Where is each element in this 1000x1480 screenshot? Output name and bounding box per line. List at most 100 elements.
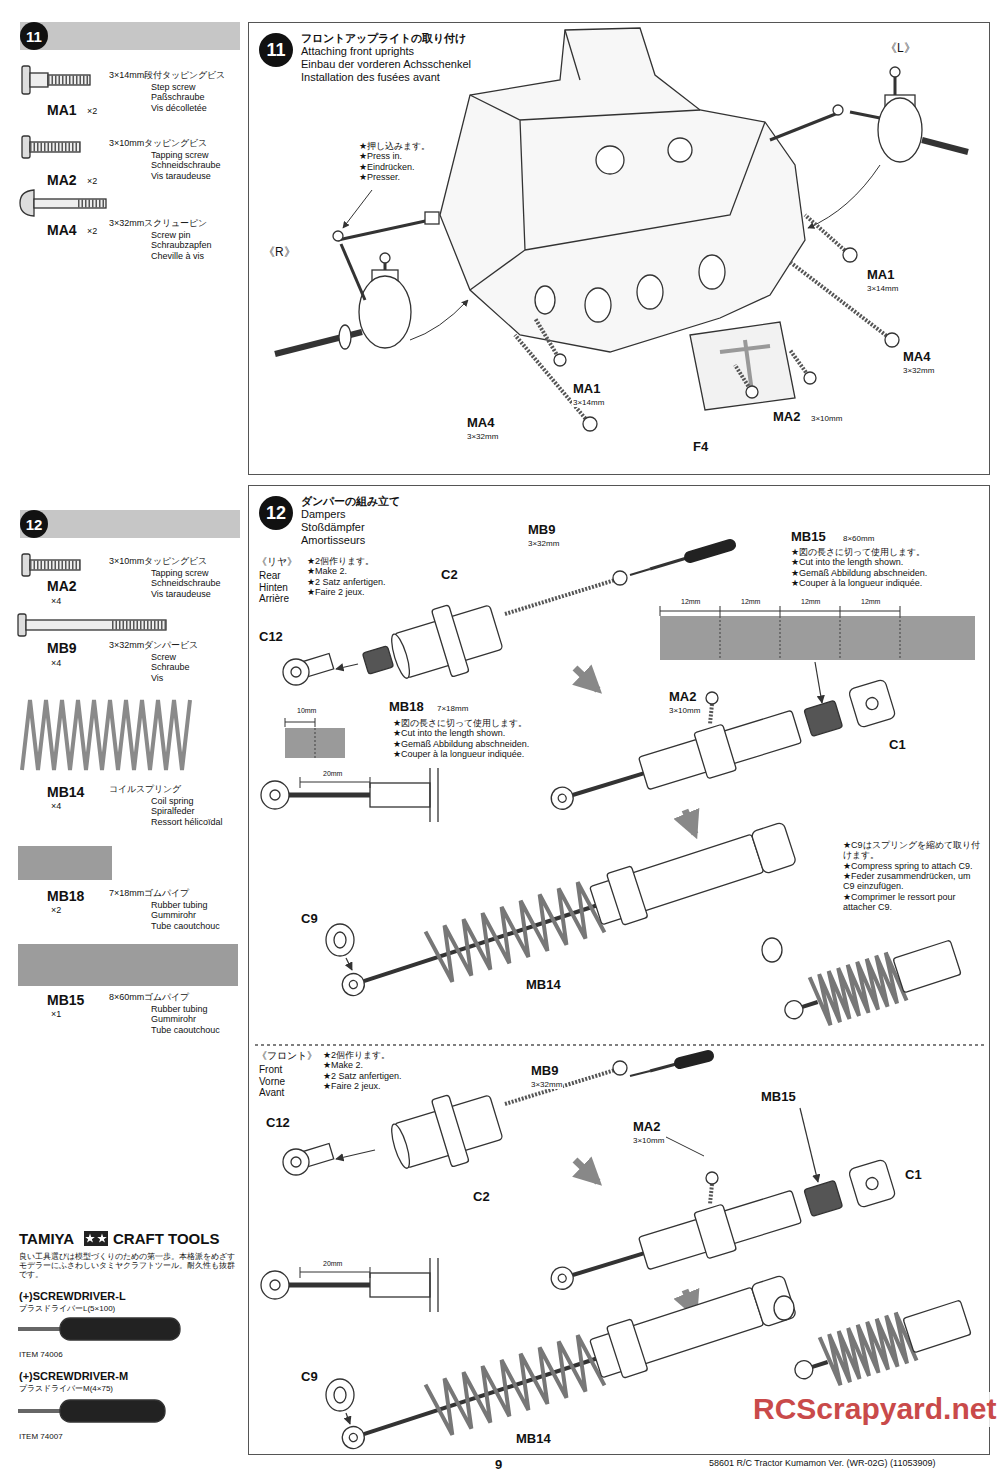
note-text: 12mm — [860, 598, 881, 606]
note-text: Vorne — [258, 1076, 286, 1088]
assembly-arrow — [800, 1108, 818, 1182]
screw — [554, 354, 566, 366]
note-text: 3×32mm — [466, 432, 499, 441]
part-code: MA1 — [866, 268, 895, 283]
assembly-arrow — [575, 668, 598, 690]
damper-top-parts — [394, 1095, 503, 1168]
damper-compressed — [810, 951, 907, 1027]
note-text: Coil spring — [150, 796, 195, 806]
step-number: 12 — [20, 510, 48, 538]
screw — [583, 417, 597, 431]
note-text: Screw pin — [150, 230, 192, 240]
note-text: Spiralfeder — [150, 806, 196, 816]
part-code: (+)SCREWDRIVER-L — [18, 1290, 127, 1303]
screw — [885, 333, 899, 347]
note-text: ★Cut into the length shown. — [790, 557, 904, 567]
chassis — [596, 146, 624, 174]
damper-screw-icon — [26, 620, 166, 630]
screw — [710, 1184, 712, 1204]
screw-pin-icon — [78, 200, 106, 208]
damper-top-parts — [505, 1070, 615, 1104]
coil-spring-icon — [22, 700, 190, 770]
step-title: Amortisseurs — [301, 534, 400, 547]
note-text: 12mm — [740, 598, 761, 606]
part-code: MA2 — [632, 1120, 661, 1135]
part-code: 9 — [494, 1458, 503, 1473]
note-text: ×4 — [50, 658, 62, 668]
part-code: MB9 — [46, 640, 78, 656]
note-text: 《フロント》 — [256, 1050, 318, 1062]
note-text: 3×10mm — [668, 706, 701, 715]
damper-assembly — [751, 1275, 797, 1327]
damper-top-parts — [385, 593, 507, 691]
part-code: C12 — [258, 630, 284, 645]
note-text: Front — [258, 1064, 283, 1076]
damper-top-parts — [283, 659, 309, 685]
part-code: C2 — [440, 568, 459, 583]
screw-pin-icon — [20, 190, 106, 216]
damper-top-parts — [283, 1149, 309, 1175]
part-code: F4 — [692, 440, 709, 455]
mounting-plate — [720, 340, 770, 392]
rubber-tube — [362, 646, 393, 675]
rubber-tube-icon — [18, 846, 112, 880]
note-text: Tube caoutchouc — [150, 921, 221, 931]
note-text: 3×10mmタッピングビス — [108, 556, 208, 566]
screw-icon — [48, 76, 90, 85]
chassis — [668, 138, 692, 162]
note-text: 3×14mm — [866, 284, 899, 293]
part-code: C9 — [300, 912, 319, 927]
spring-retainer — [326, 1379, 354, 1411]
note-text: Schneidschraube — [150, 160, 222, 170]
rubber-tube-icon — [18, 846, 238, 986]
spring-retainer — [762, 938, 782, 962]
damper-compressed — [802, 1002, 817, 1007]
note-text: Tapping screw — [150, 150, 210, 160]
damper-top-parts — [650, 557, 690, 569]
note-text: 20mm — [322, 770, 343, 778]
chassis — [637, 275, 663, 309]
note-text: 3×32mmダンパービス — [108, 640, 199, 650]
note-text: Vis taraudeuse — [150, 171, 212, 181]
damper-top-parts — [291, 667, 301, 677]
damper-top-parts — [431, 1095, 469, 1167]
rubber-tube-strip — [660, 606, 975, 703]
note-text: Schraube — [150, 662, 191, 672]
dimension-figure — [261, 781, 289, 809]
damper-compressed — [777, 932, 963, 1037]
note-text: ×2 — [86, 106, 98, 116]
step-panel: 12ダンパーの組み立てDampersStoßdämpferAmortisseur… — [248, 485, 990, 1455]
note-text: Rubber tubing — [150, 1004, 209, 1014]
damper-body — [694, 724, 737, 779]
note-text: Vis taraudeuse — [150, 589, 212, 599]
upright-right — [380, 253, 390, 263]
note-text: ★C9はスプリングを縮めて取り付けます。 — [842, 840, 984, 861]
dimension-figure — [370, 1273, 430, 1297]
upright-left — [922, 140, 968, 152]
watermark: RCScrapyard.net — [752, 1392, 997, 1427]
part-code: MB14 — [515, 1432, 552, 1447]
step-header-bar: 12 — [20, 510, 240, 538]
note-text: ★Cut into the length shown. — [392, 728, 506, 738]
note-text: ★Eindrücken. — [358, 162, 416, 172]
part-code: MA4 — [466, 416, 495, 431]
spring-retainer — [334, 932, 346, 948]
note-text: Vis — [150, 673, 164, 683]
note-text: コイルスプリング — [108, 784, 182, 794]
section-divider — [255, 1044, 985, 1046]
damper-body — [694, 1204, 737, 1259]
step-number: 12 — [259, 496, 293, 530]
part-code: MA2 — [772, 410, 801, 425]
upright-right — [341, 244, 365, 300]
note-text: ★図の長さに切って使用します。 — [392, 718, 528, 728]
upright-left — [808, 165, 880, 228]
note-text: Gummirohr — [150, 910, 197, 920]
dimension-figure — [300, 782, 370, 783]
note-text: ★Press in. — [358, 151, 403, 161]
note-text: ×2 — [86, 226, 98, 236]
note-text: ★2個作ります。 — [306, 556, 375, 566]
damper-assembly — [607, 1319, 648, 1378]
note-text: Tapping screw — [150, 568, 210, 578]
screw — [706, 692, 718, 704]
note-text: ★Gemäß Abbildung abschneiden. — [392, 739, 530, 749]
